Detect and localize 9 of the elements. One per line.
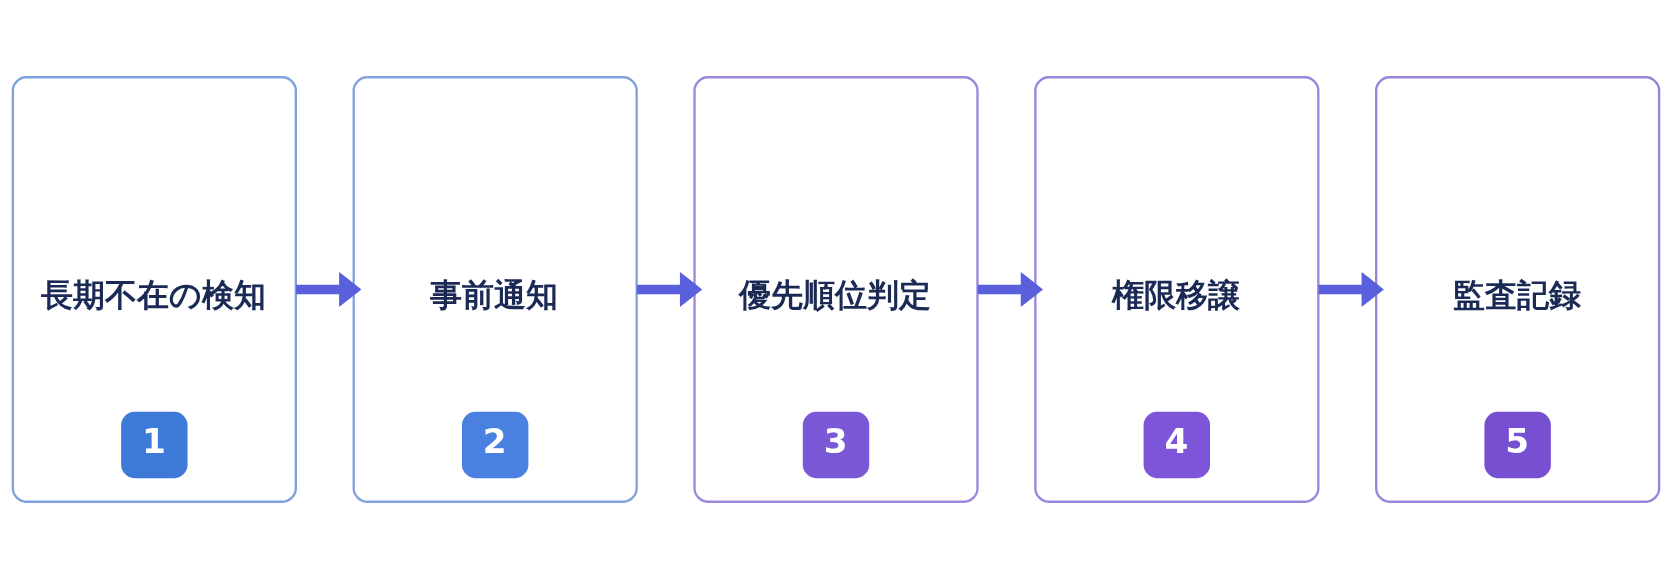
arrow bbox=[977, 271, 1044, 308]
node-box: 監査記録 5 bbox=[1375, 76, 1661, 503]
node-box: 事前通知 2 bbox=[352, 76, 638, 503]
arrow bbox=[636, 271, 703, 308]
arrow bbox=[1318, 271, 1384, 308]
arrow bbox=[296, 271, 362, 308]
node-box: 権限移譲 4 bbox=[1034, 76, 1320, 503]
node-box: 長期不在の検知 1 bbox=[11, 76, 297, 503]
node-box: 優先順位判定 3 bbox=[693, 76, 979, 503]
